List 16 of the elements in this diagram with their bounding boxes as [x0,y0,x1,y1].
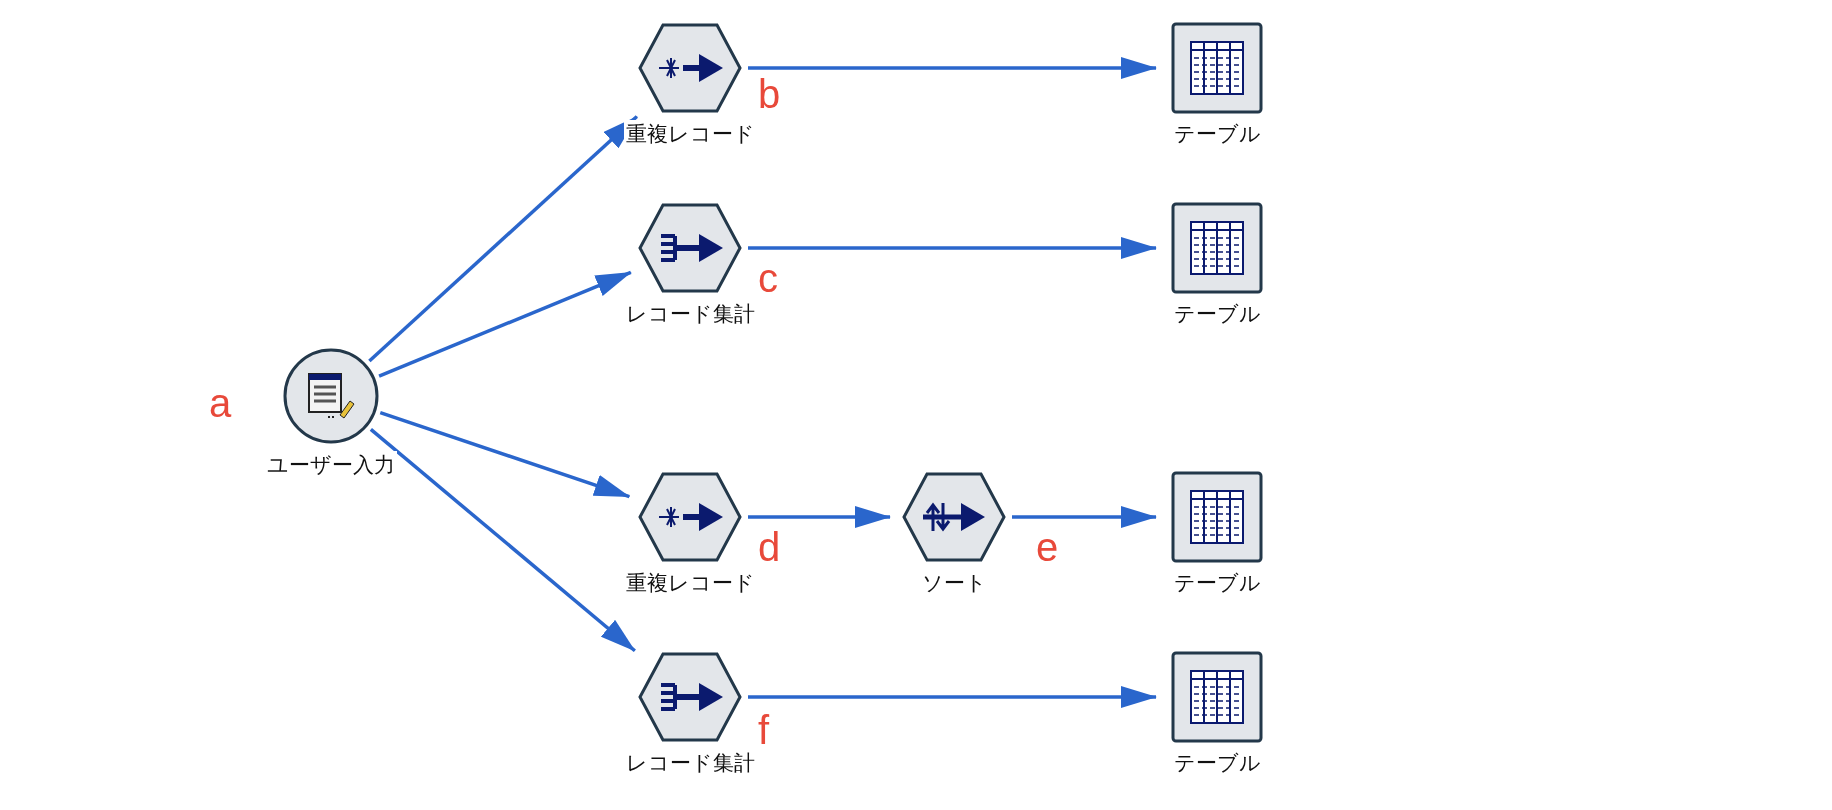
arrow [368,115,639,363]
callout-letter: b [758,74,781,114]
arrow [378,270,632,378]
callout-letter: c [758,258,778,298]
callout-letter: d [758,527,781,567]
arrow [379,410,631,499]
arrow [1012,506,1157,528]
arrow [369,428,636,653]
arrow [748,686,1157,708]
callout-letter: f [758,710,770,750]
node-label: ユーザー入力 [265,451,397,479]
arrow [748,506,891,528]
arrow [748,57,1157,79]
callout-letter: e [1036,527,1059,567]
arrow [748,237,1157,259]
callout-letter: a [209,383,232,423]
